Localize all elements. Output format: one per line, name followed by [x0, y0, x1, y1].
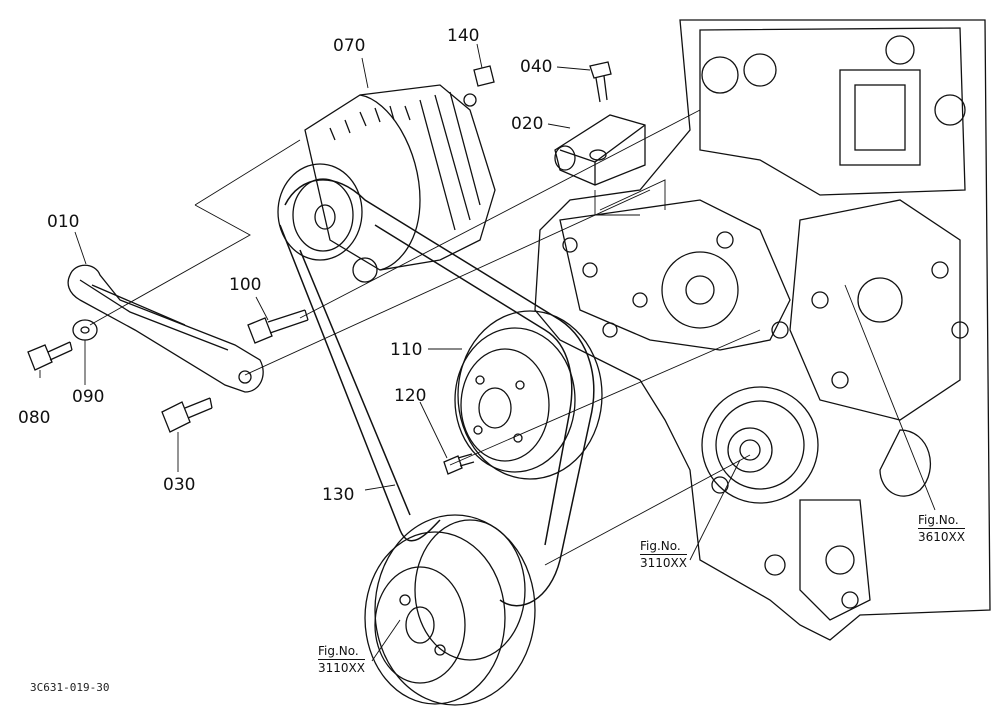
bolt-030	[161, 397, 213, 433]
fig-ref-crank: Fig.No. 3110XX	[318, 644, 365, 676]
spacer-020	[554, 114, 646, 186]
fig-ref-block: Fig.No. 3610XX	[918, 513, 965, 545]
fig-ref-block-label: Fig.No.	[918, 513, 959, 527]
fig-ref-gear-number: 3110XX	[640, 554, 687, 570]
callout-100: 100	[229, 275, 262, 295]
callout-040: 040	[520, 57, 553, 77]
document-id: 3C631-019-30	[30, 681, 110, 694]
alternator-pulley	[277, 163, 363, 261]
callout-120: 120	[394, 386, 427, 406]
callout-030: 030	[163, 475, 196, 495]
callout-010: 010	[47, 212, 80, 232]
bolt-040	[589, 61, 612, 103]
callout-090: 090	[72, 387, 105, 407]
fig-ref-crank-number: 3110XX	[318, 659, 365, 675]
bolt-100	[247, 309, 309, 344]
fig-ref-block-number: 3610XX	[918, 528, 965, 544]
engine-block	[534, 19, 991, 641]
callout-080: 080	[18, 408, 51, 428]
callout-110: 110	[390, 340, 423, 360]
alternator	[304, 84, 496, 283]
callout-020: 020	[511, 114, 544, 134]
fig-ref-gear-label: Fig.No.	[640, 539, 681, 553]
fig-ref-gear: Fig.No. 3110XX	[640, 539, 687, 571]
adjusting-bracket	[67, 264, 264, 393]
bolt-120	[443, 453, 475, 475]
nut-140	[473, 65, 495, 87]
callout-070: 070	[333, 36, 366, 56]
callout-130: 130	[322, 485, 355, 505]
fig-ref-crank-label: Fig.No.	[318, 644, 359, 658]
v-belt	[279, 179, 595, 607]
crank-pulley	[364, 514, 536, 706]
fan-pulley	[454, 310, 603, 480]
bolt-080	[27, 341, 73, 371]
assembly-centerlines	[89, 109, 761, 566]
callout-140: 140	[447, 26, 480, 46]
leader-lines	[39, 43, 936, 662]
